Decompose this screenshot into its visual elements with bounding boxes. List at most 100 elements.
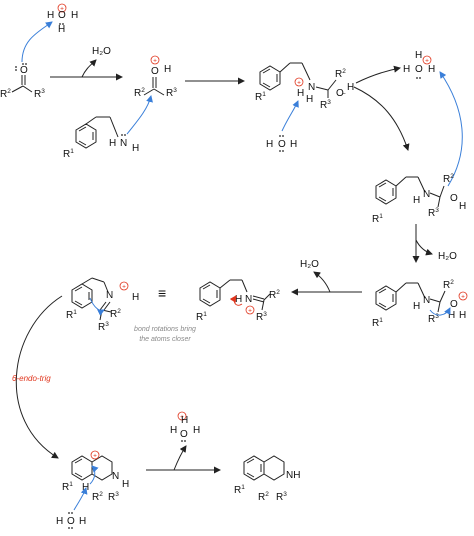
caption-line-1: bond rotations bring — [134, 326, 196, 333]
r2-group: R2 — [92, 491, 103, 503]
atom-n: N — [308, 82, 315, 93]
atom-o: O — [278, 139, 286, 150]
positive-charge-icon — [90, 450, 100, 460]
atom-h: H — [132, 292, 139, 303]
svg-text:+: + — [297, 80, 301, 87]
atom-h: H — [235, 294, 242, 305]
curly-arrow-icon — [126, 95, 153, 135]
atom-h: H — [448, 310, 455, 321]
positive-charge-icon — [422, 55, 432, 65]
positive-charge-icon — [150, 55, 160, 65]
carbinolamine: R1 H N R2 R3 O H — [372, 173, 466, 225]
atom-h: H — [47, 10, 54, 21]
r3-group: R3 — [256, 311, 267, 323]
r1-group: R1 — [255, 91, 266, 103]
curly-arrow-icon — [89, 465, 99, 485]
side-arrow — [313, 271, 331, 293]
r3-group: R3 — [108, 491, 119, 503]
atom-n: N — [106, 290, 113, 301]
r1-group: R1 — [372, 317, 383, 329]
wheland-intermediate: + R1 H N H R2 R3 — [62, 450, 129, 503]
atom-n: N — [112, 471, 119, 482]
ketone: O R2 R3 — [0, 63, 45, 100]
water-byproduct: H₂O — [92, 46, 111, 57]
atom-h: H — [82, 482, 89, 493]
svg-text:+: + — [425, 58, 429, 65]
atom-h: H — [413, 301, 420, 312]
svg-text:+: + — [461, 294, 465, 301]
r2-group: R2 — [110, 308, 121, 320]
step-label: 6-endo-trig — [12, 374, 51, 383]
atom-h: H — [403, 64, 410, 75]
atom-o: O — [20, 65, 28, 76]
r1-group: R1 — [372, 213, 383, 225]
atom-h: H — [266, 139, 273, 150]
atom-n: N — [245, 294, 252, 305]
iminium-extended: R1 H N + R2 R3 — [196, 279, 280, 323]
atom-h: H — [459, 310, 466, 321]
curly-arrow-icon — [89, 297, 105, 316]
atom-h: H — [290, 139, 297, 150]
caption-line-2: the atoms closer — [139, 336, 191, 343]
atom-h: H — [109, 138, 116, 149]
atom-h: H — [58, 24, 65, 35]
atom-o: O — [58, 10, 66, 21]
reaction-arrow — [353, 86, 410, 151]
atom-n: N — [423, 189, 430, 200]
r2-group: R2 — [0, 88, 11, 100]
r2-group: R2 — [258, 491, 269, 503]
r1-group: R1 — [66, 309, 77, 321]
atom-o: O — [67, 516, 75, 527]
curly-arrow-icon — [229, 295, 243, 306]
r3-group: R3 — [428, 207, 439, 219]
r2-group: R2 — [443, 279, 454, 291]
phenethylamine: R1 H N H — [63, 116, 139, 160]
atom-h: H — [297, 88, 304, 99]
atom-h: H — [132, 143, 139, 154]
atom-o: O — [415, 64, 423, 75]
tetrahydroisoquinoline-product: R1 NH R2 R3 — [234, 455, 300, 503]
equivalence-sign: ≡ — [158, 285, 166, 301]
svg-text:+: + — [122, 284, 126, 291]
positive-charge-icon — [294, 77, 304, 87]
svg-text:+: + — [153, 58, 157, 65]
atom-h: H — [428, 64, 435, 75]
atom-o: O — [450, 193, 458, 204]
atom-n: N — [120, 138, 127, 149]
atom-h: H — [306, 94, 313, 105]
curly-arrow-icon — [73, 487, 88, 511]
r1-group: R1 — [234, 484, 245, 496]
positive-charge-icon — [458, 291, 468, 301]
curly-arrow-icon — [21, 21, 53, 63]
svg-text:+: + — [180, 414, 184, 421]
atom-h: H — [193, 425, 200, 436]
reaction-arrow — [15, 295, 63, 459]
r3-group: R3 — [276, 491, 287, 503]
svg-text:+: + — [93, 453, 97, 460]
curly-arrow-icon — [429, 307, 451, 316]
r2-group: R2 — [335, 68, 346, 80]
hydronium-2: + H O H H — [403, 50, 435, 79]
r2-group: R2 — [134, 87, 145, 99]
hydronium-3: + H O H H — [170, 411, 200, 442]
water-base-1: H O H — [266, 135, 297, 152]
r3-group: R3 — [320, 99, 331, 111]
atom-h: H — [71, 10, 78, 21]
svg-text:+: + — [248, 308, 252, 315]
positive-charge-icon — [177, 411, 187, 421]
r3-group: R3 — [98, 321, 109, 333]
atom-h: H — [415, 50, 422, 61]
adduct-1: R1 + H N H R2 R3 O H − — [255, 62, 354, 111]
atom-h: H — [56, 516, 63, 527]
r1-group: R1 — [196, 311, 207, 323]
iminium-folded: + N H R1 R2 R3 — [66, 277, 139, 333]
positive-charge-icon — [119, 281, 129, 291]
atom-h: H — [181, 415, 188, 426]
atom-nh: NH — [286, 470, 300, 481]
hydronium-1: + H O H H — [47, 3, 78, 35]
positive-charge-icon — [245, 305, 255, 315]
atom-o: O — [336, 88, 344, 99]
atom-h: H — [122, 479, 129, 490]
charge-plus: + — [60, 6, 64, 13]
